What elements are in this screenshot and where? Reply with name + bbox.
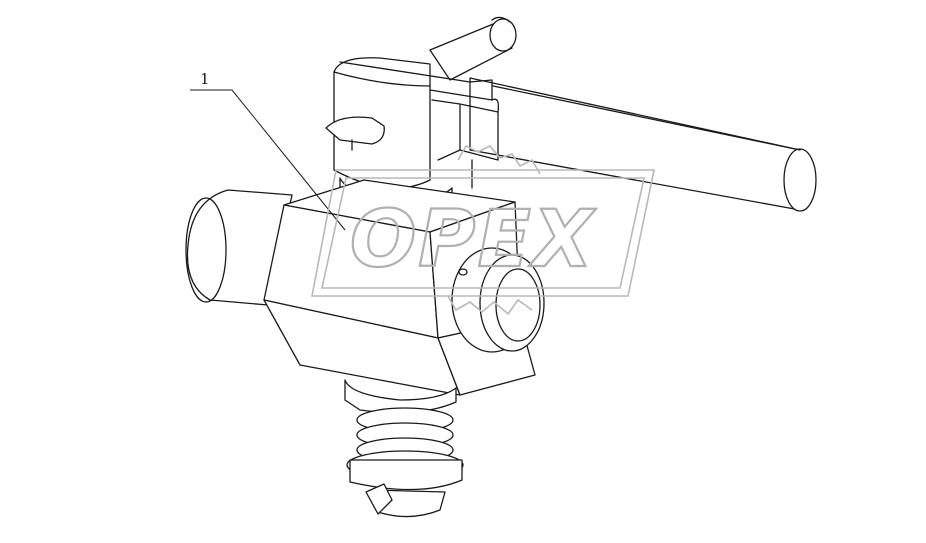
upper-lever (429, 16, 517, 81)
callout-1: 1 (190, 70, 346, 231)
bottom-washer (349, 459, 463, 518)
head-pin (325, 116, 385, 151)
side-fitting (451, 247, 545, 353)
watermark-text: OPEX (350, 195, 597, 285)
left-stub (185, 189, 293, 306)
opex-watermark: OPEX (311, 144, 655, 316)
handle-rod (469, 77, 817, 212)
callout-1-label: 1 (200, 70, 210, 88)
